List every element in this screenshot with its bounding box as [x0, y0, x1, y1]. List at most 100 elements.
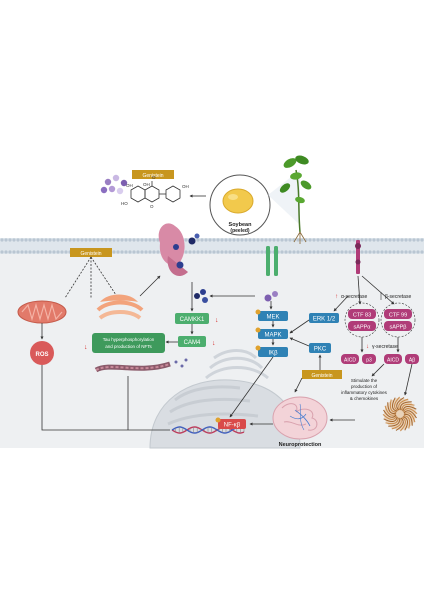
membrane-lipid-head	[336, 250, 340, 254]
membrane-lipid-head	[364, 250, 368, 254]
genistein-molecule	[130, 181, 181, 203]
membrane-lipid-head	[148, 250, 152, 254]
tau-line-2: and production of NFTs	[105, 344, 152, 349]
membrane-lipid-head	[200, 238, 204, 242]
membrane-lipid-head	[148, 238, 152, 242]
membrane-lipid-head	[256, 250, 260, 254]
membrane-lipid-head	[60, 238, 64, 242]
membrane-lipid-head	[128, 250, 132, 254]
membrane-lipid-head	[252, 238, 256, 242]
p3-box	[362, 354, 376, 364]
membrane-lipid-head	[12, 238, 16, 242]
membrane-lipid-head	[64, 238, 68, 242]
cam4-text: CAM4	[184, 340, 201, 346]
membrane-lipid-head	[212, 238, 216, 242]
membrane-lipid-head	[344, 250, 348, 254]
membrane-lipid-head	[16, 238, 20, 242]
membrane-lipid-head	[312, 238, 316, 242]
endoplasmic-reticulum	[96, 294, 144, 320]
membrane-lipid-head	[220, 238, 224, 242]
membrane-lipid-head	[320, 250, 324, 254]
membrane-lipid-head	[280, 238, 284, 242]
dna-helix	[171, 426, 245, 434]
membrane-lipid-head	[396, 238, 400, 242]
membrane-lipid-head	[372, 250, 376, 254]
alpha-secretase-up-arrow: ↑	[335, 294, 338, 300]
mek-text: MEK	[266, 315, 279, 321]
membrane-lipid-head	[76, 238, 80, 242]
membrane-lipid-head	[352, 238, 356, 242]
inflam-line-2: production of	[351, 384, 378, 389]
membrane-lipid-head	[124, 250, 128, 254]
membrane-lipid-head	[56, 238, 60, 242]
membrane-lipid-head	[44, 250, 48, 254]
ctf99-box	[384, 309, 412, 319]
membrane-lipid-head	[196, 250, 200, 254]
ikb-box	[258, 347, 288, 357]
cam4-box	[178, 336, 206, 347]
membrane-lipid-head	[248, 250, 252, 254]
membrane-lipid-head	[88, 238, 92, 242]
soybean-zoom-cone	[268, 170, 300, 225]
membrane-lipid-head	[368, 238, 372, 242]
arrow-secretase-to-erk	[333, 295, 349, 312]
membrane-lipid-head	[260, 250, 264, 254]
sappa-text: sAPPα	[354, 325, 372, 331]
membrane-lipid-head	[232, 238, 236, 242]
membrane-lipid-head	[296, 238, 300, 242]
membrane-lipid-head	[376, 238, 380, 242]
membrane-lipid-head	[16, 250, 20, 254]
ctf83-box	[348, 309, 376, 319]
plaque-fiber	[394, 396, 400, 411]
membrane-lipid-head	[212, 250, 216, 254]
mitochondrion	[17, 300, 67, 324]
membrane-lipid-head	[156, 250, 160, 254]
membrane-lipid-head	[4, 238, 8, 242]
membrane-lipid-head	[56, 250, 60, 254]
membrane-lipid-head	[412, 238, 416, 242]
brain-illustration	[272, 396, 328, 440]
membrane-lipid-head	[216, 238, 220, 242]
mapk-box	[258, 329, 288, 339]
genistein-top-label	[132, 170, 174, 179]
aicd2-text: AICD	[387, 358, 399, 364]
membrane-lipid-head	[28, 250, 32, 254]
membrane-lipid-head	[380, 238, 384, 242]
plaque-fiber	[402, 416, 408, 431]
membrane-lipid-head	[236, 238, 240, 242]
genistein-left-label	[70, 248, 112, 257]
membrane-lipid-head	[32, 238, 36, 242]
membrane-lipid-head	[240, 238, 244, 242]
membrane-lipid-head	[228, 238, 232, 242]
membrane-lipid-head	[136, 238, 140, 242]
membrane-lipid-head	[288, 238, 292, 242]
membrane-lipid-head	[28, 238, 32, 242]
membrane-lipid-head	[380, 250, 384, 254]
erk-text: ERK 1/2	[313, 317, 336, 323]
membrane-lipid-head	[272, 238, 276, 242]
membrane-lipid-head	[240, 250, 244, 254]
membrane-lipid-head	[144, 238, 148, 242]
plaque-fiber	[395, 417, 404, 431]
membrane-lipid-head	[400, 238, 404, 242]
membrane-lipid-head	[420, 238, 424, 242]
genistein-inhibition-lines	[64, 256, 119, 299]
membrane-lipid-head	[48, 250, 52, 254]
nfkb-box	[218, 419, 246, 429]
membrane-lipid-head	[36, 238, 40, 242]
plaque-fiber	[400, 401, 412, 411]
molecule-oh-bottom: OH	[126, 183, 133, 188]
mek-box	[258, 311, 288, 321]
membrane-lipid-head	[20, 238, 24, 242]
membrane-lipid-head	[200, 250, 204, 254]
membrane-lipid-head	[416, 238, 420, 242]
membrane-lipid-head	[184, 238, 188, 242]
membrane-lipid-head	[400, 250, 404, 254]
abeta-box	[405, 354, 419, 364]
membrane-lipid-head	[308, 238, 312, 242]
membrane-lipid-head	[136, 250, 140, 254]
aicd1-box	[341, 354, 359, 364]
membrane-lipid-head	[408, 250, 412, 254]
membrane-lipid-head	[412, 250, 416, 254]
membrane-lipid-head	[260, 238, 264, 242]
